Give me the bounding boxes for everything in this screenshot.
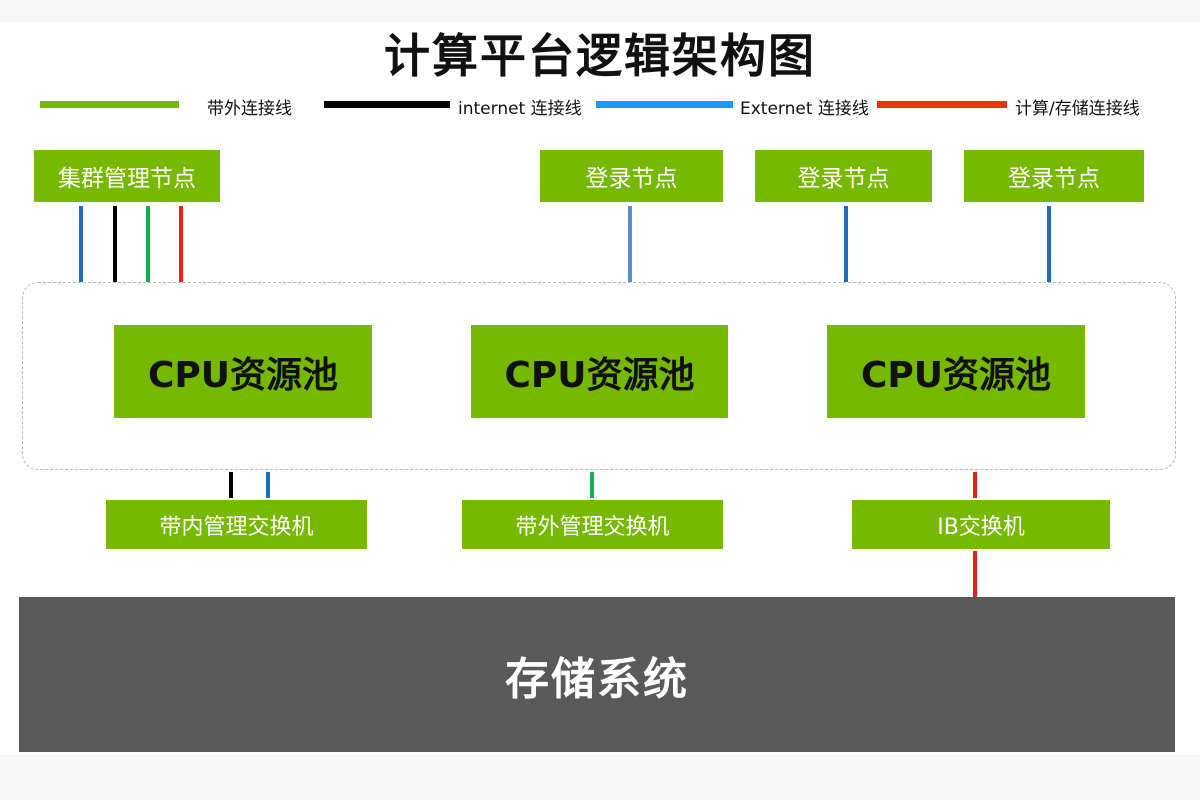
cpu-pool-1: CPU资源池 bbox=[114, 325, 372, 418]
resource-pool-frame bbox=[22, 282, 1176, 470]
storage-system: 存储系统 bbox=[19, 597, 1175, 752]
legend-label-internet: internet 连接线 bbox=[458, 99, 582, 119]
link-cluster-black bbox=[113, 206, 117, 282]
cpu-pool-3: CPU资源池 bbox=[827, 325, 1085, 418]
legend-label-externet: Externet 连接线 bbox=[740, 99, 869, 119]
legend-line-internet bbox=[324, 101, 450, 108]
legend-line-outband bbox=[40, 101, 179, 108]
ib-switch: IB交换机 bbox=[852, 500, 1110, 549]
link-login-3 bbox=[1047, 206, 1051, 282]
login-node-1: 登录节点 bbox=[540, 150, 723, 202]
inband-management-switch: 带内管理交换机 bbox=[106, 500, 367, 549]
login-node-2: 登录节点 bbox=[755, 150, 932, 202]
link-login-2 bbox=[844, 206, 848, 282]
outband-management-switch: 带外管理交换机 bbox=[462, 500, 723, 549]
legend-label-outband: 带外连接线 bbox=[207, 99, 292, 119]
diagram-title: 计算平台逻辑架构图 bbox=[384, 29, 816, 83]
legend-line-externet bbox=[596, 101, 733, 108]
legend-label-compute-storage: 计算/存储连接线 bbox=[1015, 99, 1140, 119]
link-pool-ib-red bbox=[973, 472, 977, 498]
link-login-1 bbox=[628, 206, 632, 282]
login-node-3: 登录节点 bbox=[964, 150, 1144, 202]
legend-line-compute-storage bbox=[877, 101, 1007, 108]
cpu-pool-2: CPU资源池 bbox=[471, 325, 728, 418]
link-pool-inband-black bbox=[229, 472, 233, 498]
link-cluster-green bbox=[146, 206, 150, 282]
link-pool-outband-green bbox=[590, 472, 594, 498]
link-cluster-blue bbox=[79, 206, 83, 282]
link-ib-storage-red bbox=[973, 551, 977, 597]
link-pool-inband-blue bbox=[266, 472, 270, 498]
link-cluster-red bbox=[179, 206, 183, 282]
cluster-management-node: 集群管理节点 bbox=[34, 150, 220, 202]
